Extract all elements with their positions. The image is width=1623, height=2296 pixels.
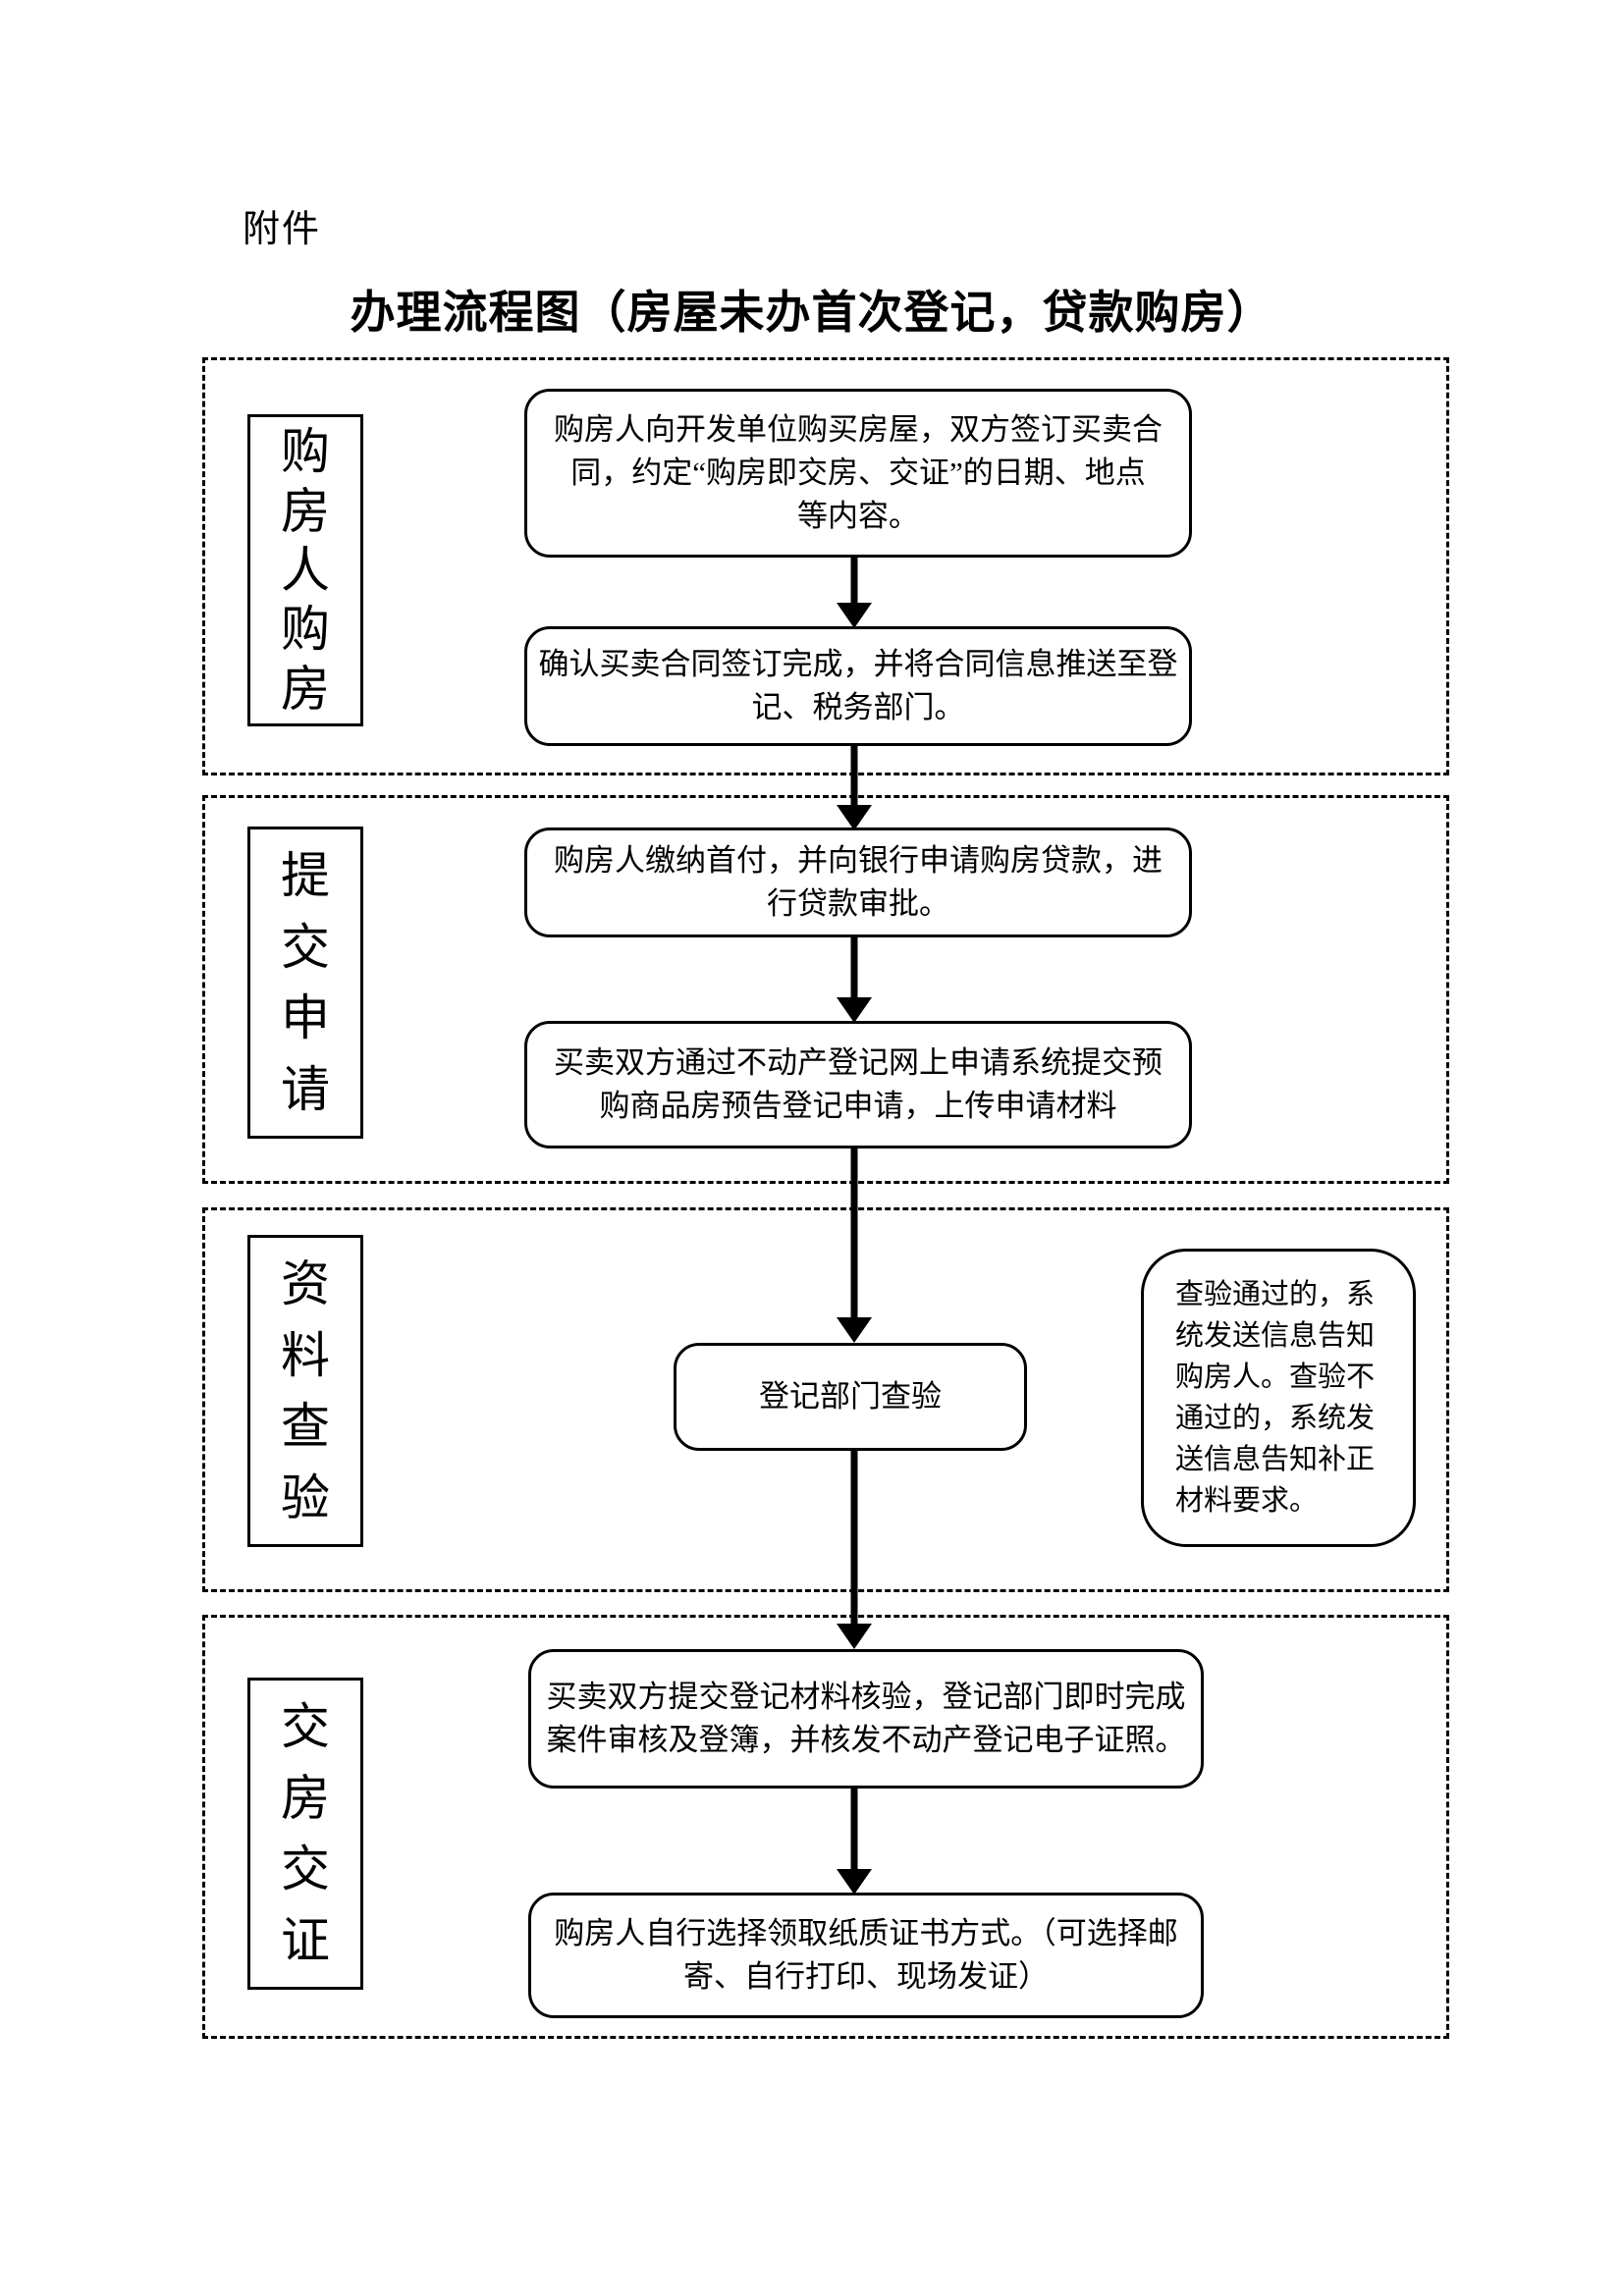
arrow-shaft [850,744,858,811]
label-char: 人 [281,542,330,598]
step-choose-paper-cert-method: 购房人自行选择领取纸质证书方式。（可选择邮 寄、自行打印、现场发证） [528,1893,1204,2018]
arrow-down-icon [837,1317,872,1343]
label-char: 资 [281,1256,330,1312]
label-char: 房 [281,661,330,717]
section-label-delivery-certification: 交房交证 [247,1678,363,1990]
arrow-down-icon [837,805,872,830]
label-char: 交 [281,919,330,975]
label-char: 房 [281,1770,330,1826]
flow-arrow [837,556,872,628]
label-char: 查 [281,1399,330,1455]
step-review-register-ecert: 买卖双方提交登记材料核验，登记部门即时完成 案件审核及登簿，并核发不动产登记电子… [528,1649,1204,1789]
flow-arrow [837,935,872,1023]
flow-arrow [837,1787,872,1895]
label-char: 交 [281,1699,330,1755]
label-char: 购 [281,602,330,658]
step-registration-dept-check: 登记部门查验 [674,1343,1027,1451]
arrow-shaft [850,1787,858,1875]
label-char: 申 [281,990,330,1046]
section-label-material-check: 资料查验 [247,1235,363,1547]
attachment-label: 附件 [243,209,322,250]
section-material-check [202,1207,1449,1592]
page-title: 办理流程图（房屋未办首次登记，贷款购房） [350,288,1273,338]
label-char: 交 [281,1842,330,1897]
label-char: 料 [281,1327,330,1383]
arrow-down-icon [837,603,872,628]
arrow-shaft [850,1147,858,1323]
arrow-shaft [850,556,858,609]
section-delivery-certification [202,1615,1449,2039]
label-char: 验 [281,1469,330,1525]
arrow-down-icon [837,1869,872,1895]
step-downpayment-loan: 购房人缴纳首付，并向银行申请购房贷款，进 行贷款审批。 [524,828,1192,937]
flow-arrow [837,1449,872,1649]
step-confirm-contract-push-info: 确认买卖合同签订完成，并将合同信息推送至登 记、税务部门。 [524,626,1192,746]
step-online-preregistration: 买卖双方通过不动产登记网上申请系统提交预 购商品房预告登记申请，上传申请材料 [524,1021,1192,1148]
label-char: 证 [281,1912,330,1968]
section-label-buyer-purchase: 购房人购房 [247,414,363,726]
arrow-shaft [850,935,858,1003]
arrow-down-icon [837,1624,872,1649]
label-char: 提 [281,848,330,904]
section-label-submit-application: 提交申请 [247,827,363,1139]
flow-arrow [837,1147,872,1343]
note-check-result: 查验通过的，系 统发送信息告知 购房人。查验不 通过的，系统发 送信息告知补正 … [1141,1249,1416,1547]
flow-arrow [837,744,872,830]
label-char: 房 [281,483,330,539]
label-char: 请 [281,1061,330,1117]
arrow-shaft [850,1449,858,1629]
label-char: 购 [281,424,330,480]
arrow-down-icon [837,997,872,1023]
section-submit-application [202,795,1449,1184]
section-buyer-purchase [202,357,1449,775]
step-sign-contract: 购房人向开发单位购买房屋，双方签订买卖合 同，约定“购房即交房、交证”的日期、地… [524,389,1192,558]
